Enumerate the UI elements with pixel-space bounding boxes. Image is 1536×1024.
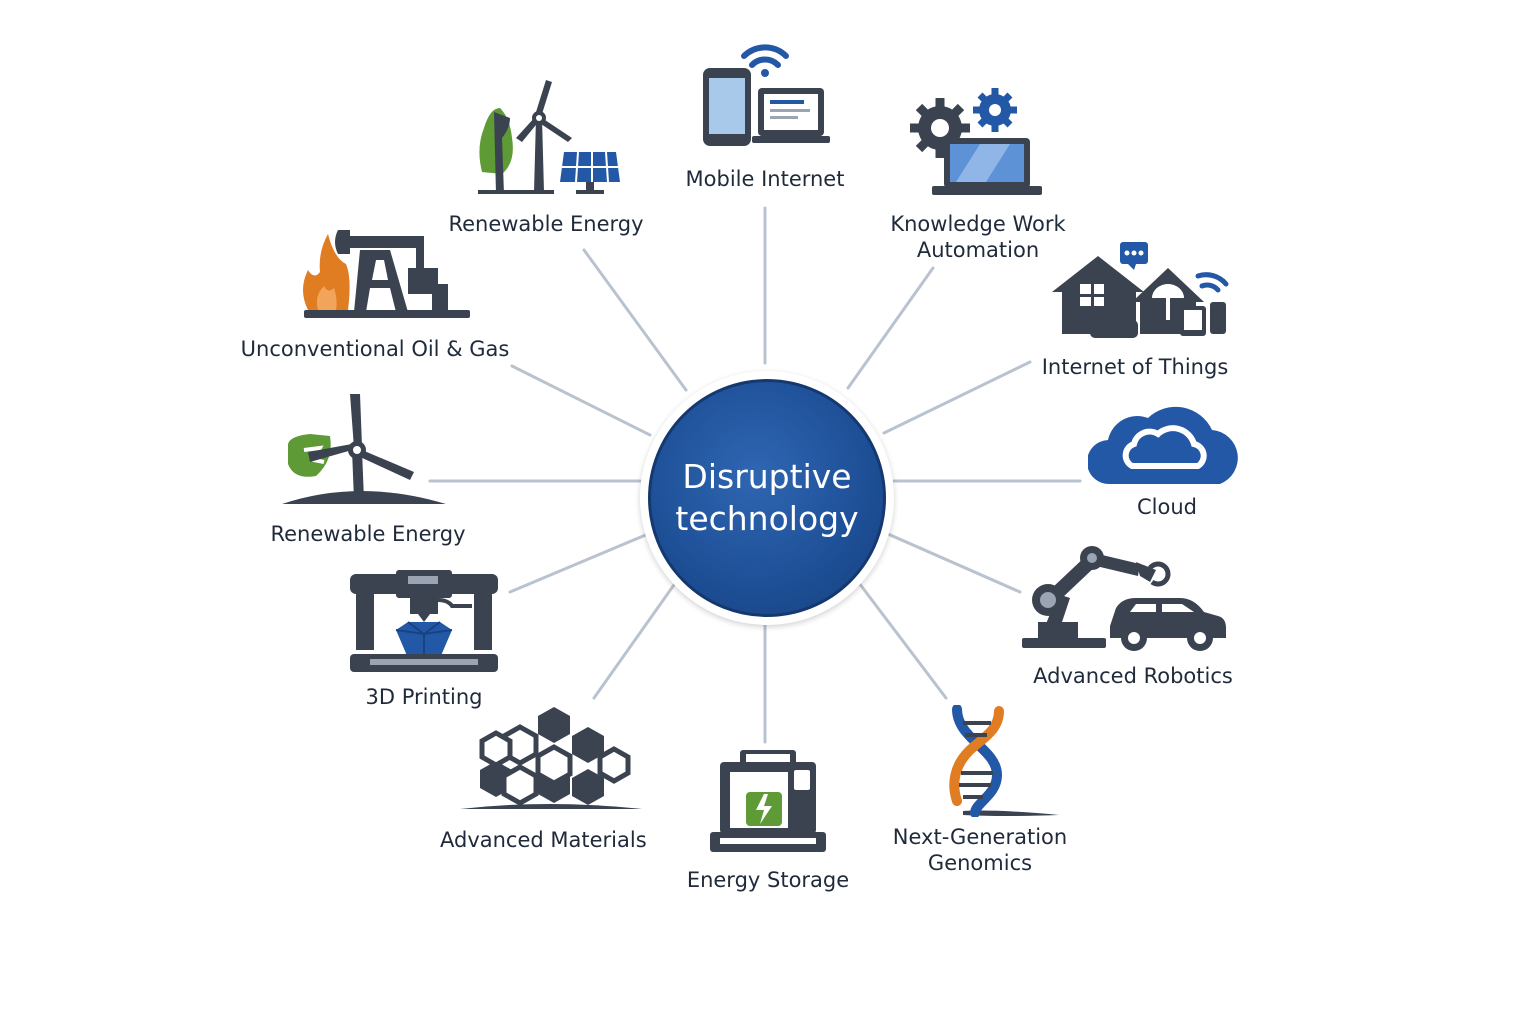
3d-printer-icon bbox=[350, 570, 498, 672]
center-hub: Disruptive technology bbox=[640, 371, 894, 625]
robot-arm-car-icon bbox=[1022, 546, 1226, 651]
mobile-laptop-wifi-icon bbox=[703, 44, 830, 146]
connector-knowledge-work bbox=[846, 266, 935, 390]
gears-laptop-icon bbox=[910, 88, 1042, 195]
tree-turbine-solar-icon bbox=[478, 80, 620, 194]
oil-pump-flame-icon bbox=[303, 230, 470, 318]
node-label-renewable-energy-top: Renewable Energy bbox=[448, 212, 644, 236]
node-label-energy-storage: Energy Storage bbox=[686, 868, 850, 892]
hexagon-lattice-icon bbox=[460, 707, 642, 809]
smart-home-icon bbox=[1052, 242, 1229, 338]
node-label-knowledge-work-automation: Knowledge Work Automation bbox=[890, 212, 1066, 262]
node-label-internet-of-things: Internet of Things bbox=[1041, 355, 1229, 379]
node-label-next-generation-genomics: Next-Generation Genomics bbox=[892, 825, 1068, 875]
node-label-advanced-robotics: Advanced Robotics bbox=[1033, 664, 1233, 688]
node-label-renewable-energy-left: Renewable Energy bbox=[270, 522, 466, 546]
connector-genomics bbox=[854, 577, 948, 700]
node-label-3d-printing: 3D Printing bbox=[365, 685, 483, 709]
center-hub-circle: Disruptive technology bbox=[648, 379, 886, 617]
connector-3d-printing bbox=[508, 532, 650, 594]
dna-icon bbox=[949, 705, 1059, 817]
connector-oil-gas bbox=[510, 364, 652, 437]
node-label-unconventional-oil-gas: Unconventional Oil & Gas bbox=[240, 337, 510, 361]
leaf-wind-turbine-icon bbox=[282, 394, 446, 504]
battery-printer-icon bbox=[710, 750, 826, 852]
connector-renewable-top bbox=[582, 248, 688, 392]
node-label-advanced-materials: Advanced Materials bbox=[440, 828, 647, 852]
connector-iot bbox=[882, 360, 1032, 435]
cloud-icon bbox=[1088, 406, 1238, 485]
node-label-mobile-internet: Mobile Internet bbox=[685, 167, 845, 191]
connector-materials bbox=[592, 580, 678, 700]
center-title: Disruptive technology bbox=[675, 457, 859, 538]
node-label-cloud: Cloud bbox=[1137, 495, 1197, 519]
connector-robotics bbox=[886, 532, 1022, 594]
